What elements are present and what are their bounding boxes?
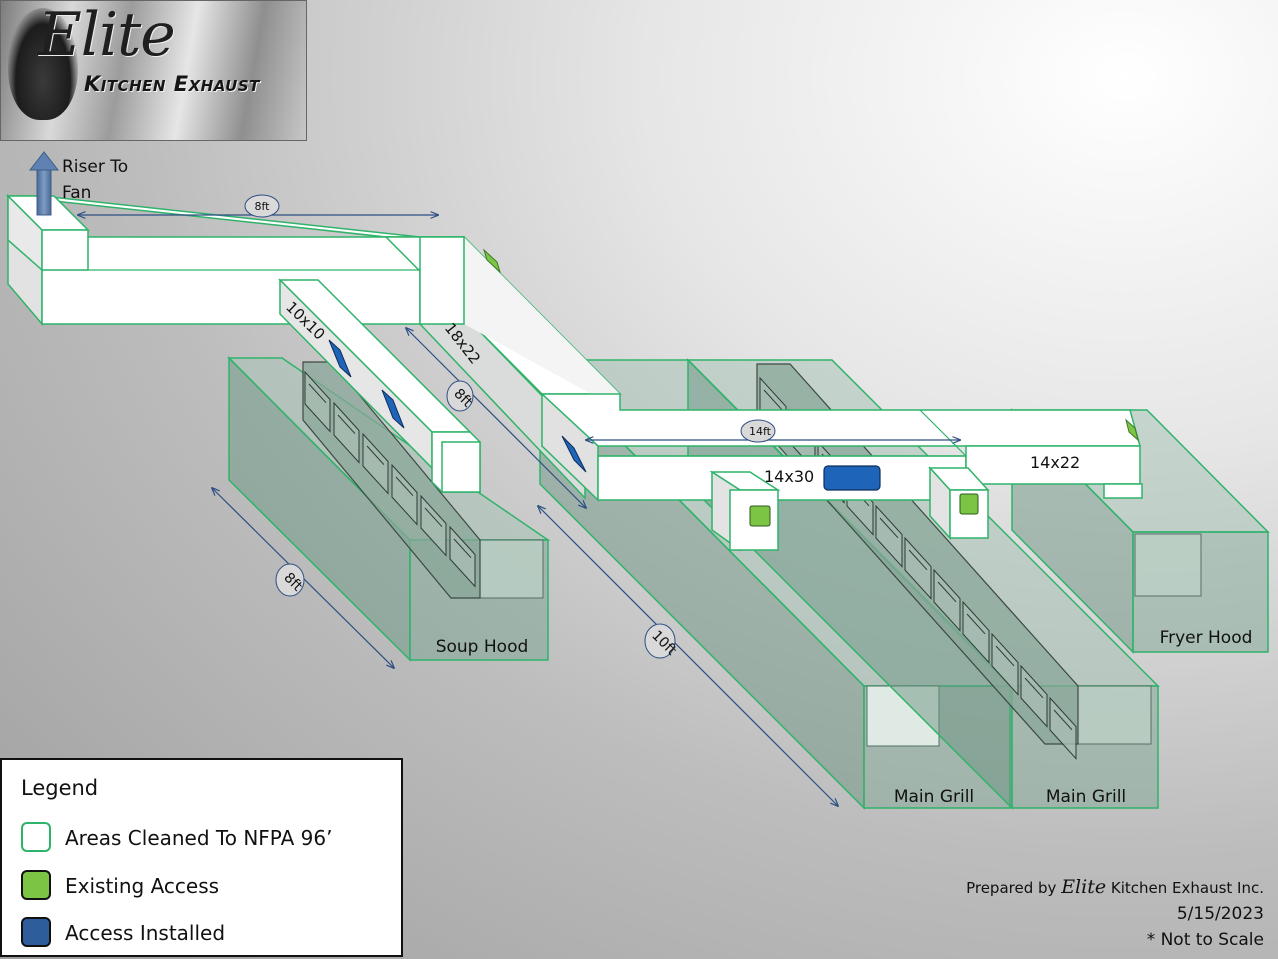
dim-bubble-grill	[644, 623, 676, 659]
company-logo: Elite Kitchen Exhaust	[0, 0, 307, 141]
existing-access-top	[482, 248, 502, 274]
logo-script-text: Elite	[38, 0, 176, 70]
prepared-by-block: Prepared by Elite Kitchen Exhaust Inc. 5…	[966, 874, 1264, 953]
access-installed-10x10-b	[381, 389, 405, 429]
legend-swatch-cleaned-icon	[21, 822, 51, 852]
prepared-suffix: Kitchen Exhaust Inc.	[1110, 879, 1264, 897]
existing-access-14x22	[1125, 418, 1139, 442]
duct-cross-run	[540, 392, 1143, 502]
duct-size-14x30: 14x30	[764, 467, 814, 486]
grill-filter-handle	[937, 581, 957, 603]
flame-logo-icon	[8, 8, 78, 120]
grill-filter-handle	[966, 613, 986, 635]
dim-bubble-18x22	[446, 380, 474, 412]
grill-filter-handle	[908, 549, 928, 571]
dim-bubble-top	[244, 194, 280, 218]
dim-text-cross: 14ft	[749, 425, 772, 438]
soup-filter-handle	[366, 445, 385, 466]
dim-bubble-soup	[275, 563, 305, 597]
legend-label-existing: Existing Access	[65, 874, 220, 898]
dim-text-top: 8ft	[255, 200, 271, 213]
access-installed-14x30	[823, 465, 881, 491]
hood-label-main-grill-2: Main Grill	[1046, 787, 1126, 807]
legend-box: Legend Areas Cleaned To NFPA 96’ Existin…	[0, 758, 403, 957]
logo-subtitle: Kitchen Exhaust	[84, 72, 260, 96]
hood-label-soup: Soup Hood	[436, 637, 529, 657]
soup-filter-handle	[424, 507, 443, 528]
dim-bubble-cross	[740, 419, 776, 443]
prepared-prefix: Prepared by	[966, 879, 1057, 897]
grill-filter-handle	[1024, 677, 1044, 699]
soup-filter-handle	[337, 414, 356, 435]
access-installed-10x10-a	[328, 339, 352, 378]
soup-filter-handle	[308, 383, 327, 404]
legend-label-installed: Access Installed	[65, 921, 226, 945]
grill-filter-handle	[879, 517, 899, 539]
duct-elbow	[419, 236, 465, 325]
existing-access-grill-1	[749, 505, 771, 527]
grill-filter-handle	[995, 645, 1015, 667]
prepared-date: 5/15/2023	[1176, 904, 1264, 924]
riser-box	[6, 194, 90, 272]
riser-label: Riser To Fan	[62, 157, 129, 203]
dim-line-18x22	[406, 328, 586, 508]
prepared-by-line: Prepared by Elite Kitchen Exhaust Inc.	[966, 874, 1264, 901]
duct-size-14x22: 14x22	[1030, 453, 1080, 472]
legend-swatch-existing-icon	[21, 870, 51, 900]
grill-filter-handle	[763, 389, 783, 411]
legend-title: Legend	[21, 776, 99, 800]
legend-swatch-installed-icon	[21, 917, 51, 947]
prepared-brand: Elite	[1061, 876, 1107, 898]
legend-label-cleaned: Areas Cleaned To NFPA 96’	[65, 826, 333, 850]
not-to-scale-note: * Not to Scale	[1146, 930, 1264, 950]
dim-line-grill	[538, 506, 838, 806]
existing-access-grill-2	[959, 493, 979, 515]
hood-label-main-grill-1: Main Grill	[894, 787, 974, 807]
hood-label-fryer: Fryer Hood	[1160, 628, 1253, 648]
riser-arrow-icon	[28, 151, 60, 216]
grill-filter-handle	[1053, 709, 1073, 731]
soup-filter-handle	[453, 538, 472, 559]
